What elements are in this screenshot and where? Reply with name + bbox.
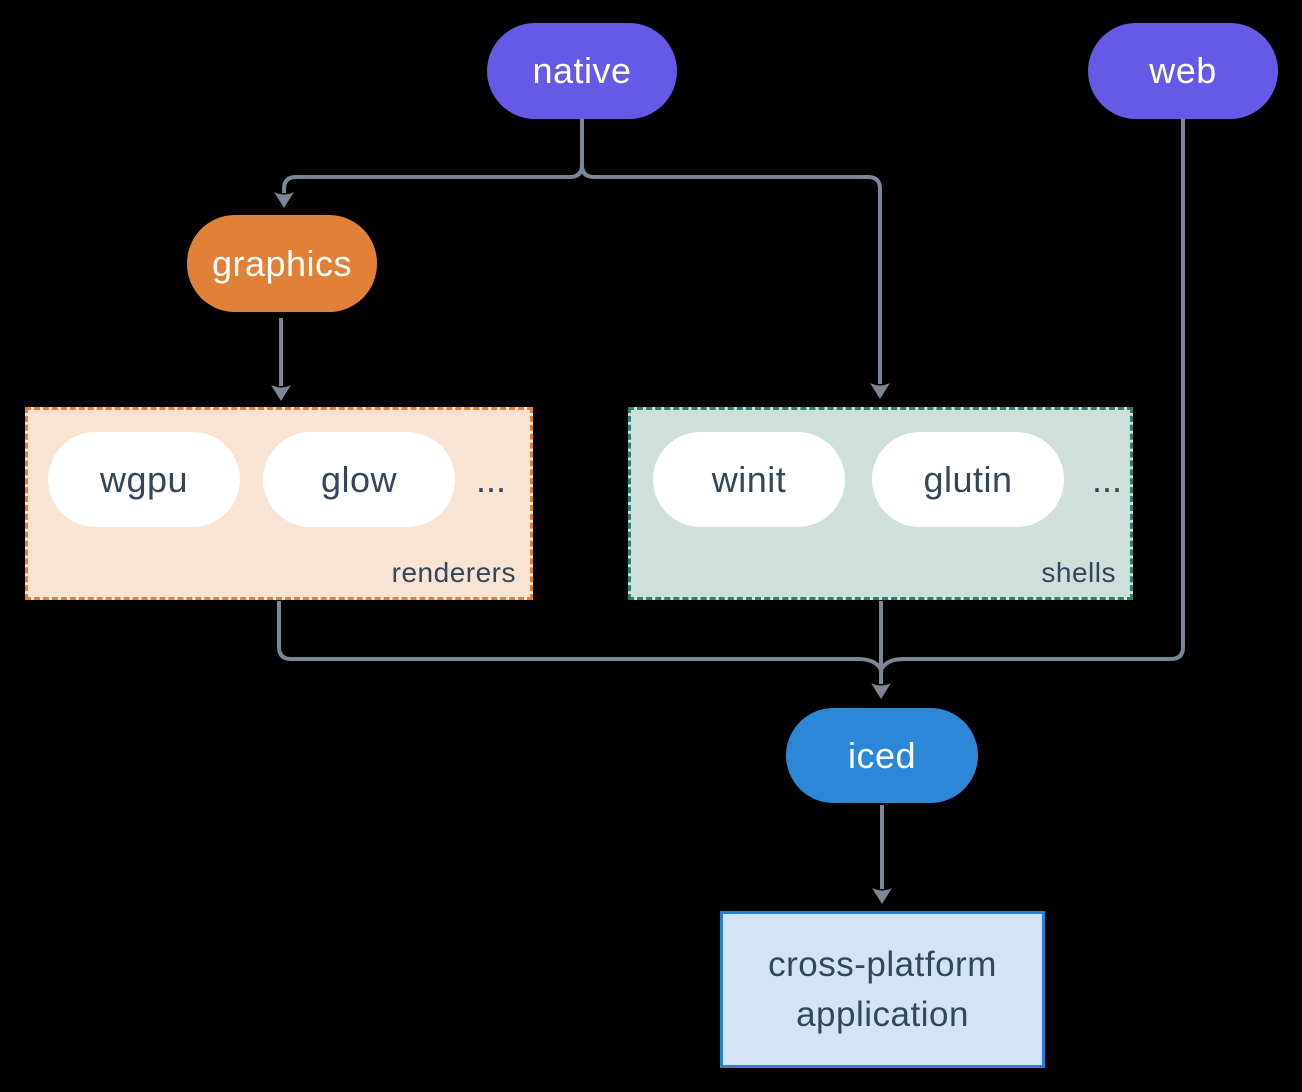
arrowhead-renderers [271, 385, 291, 401]
node-winit-label: winit [711, 458, 787, 500]
arrowhead-application [872, 888, 892, 904]
application-label-line2: application [796, 994, 969, 1034]
renderers-group: wgpu glow ... renderers [25, 407, 533, 600]
node-glutin-label: glutin [923, 458, 1013, 500]
arrowhead-graphics [274, 192, 294, 208]
renderers-ellipsis: ... [475, 458, 506, 500]
node-wgpu: wgpu [48, 432, 240, 527]
shells-group-label: shells [1041, 557, 1116, 588]
arrowhead-iced [871, 683, 891, 699]
node-web-label: web [1149, 50, 1217, 91]
node-iced-label: iced [847, 734, 917, 776]
node-winit: winit [653, 432, 845, 527]
application-label-line1: cross-platform [768, 944, 997, 984]
edge-native-to-graphics [282, 119, 584, 193]
node-native: native [487, 23, 677, 119]
node-web: web [1088, 23, 1278, 119]
shells-group: winit glutin ... shells [628, 407, 1133, 600]
node-graphics-label: graphics [211, 242, 353, 284]
node-iced: iced [786, 708, 978, 803]
node-native-label: native [532, 50, 632, 91]
edge-native-to-shells [580, 119, 882, 384]
node-graphics: graphics [187, 215, 377, 312]
node-wgpu-label: wgpu [99, 458, 189, 500]
cross-platform-application-box: cross-platform application [720, 911, 1045, 1068]
node-glutin: glutin [872, 432, 1064, 527]
renderers-group-label: renderers [391, 557, 516, 588]
edge-web-to-iced [879, 119, 1185, 671]
edge-renderers-to-iced [277, 601, 883, 671]
arrowhead-shells [870, 383, 890, 399]
node-glow: glow [263, 432, 455, 527]
node-glow-label: glow [320, 458, 398, 500]
shells-ellipsis: ... [1091, 458, 1122, 500]
